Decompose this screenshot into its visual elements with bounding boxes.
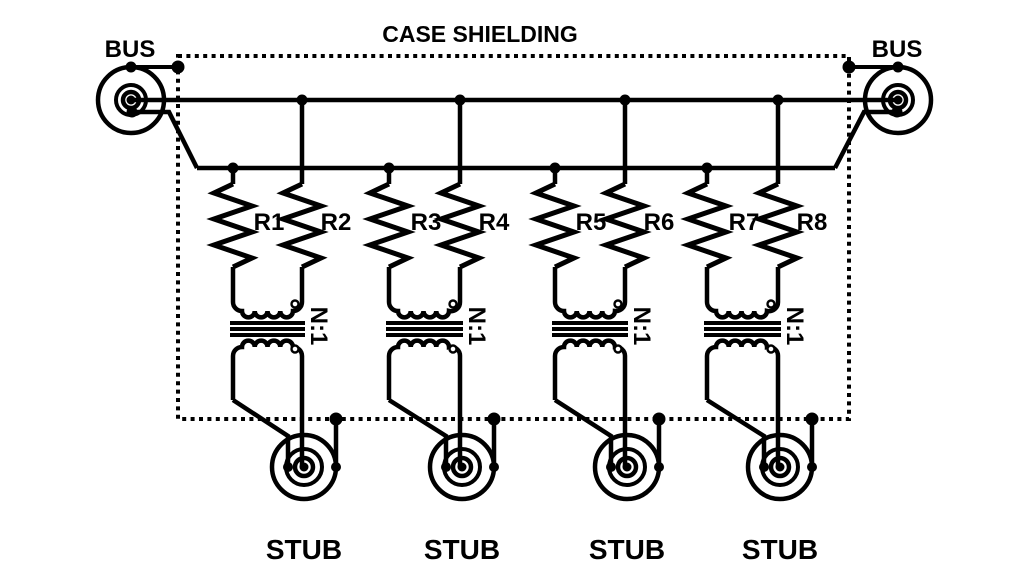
bus-label-right: BUS bbox=[872, 36, 923, 63]
bus-left-center-pin bbox=[126, 95, 136, 105]
transformer-1-primary-winding bbox=[230, 267, 305, 320]
polarity-dot-primary bbox=[448, 299, 458, 309]
stub-outer-ring bbox=[269, 432, 339, 502]
transformer-ratio-label-3: N:1 bbox=[628, 307, 655, 346]
transformer-2-primary-winding bbox=[386, 267, 463, 320]
stub-inner-ring bbox=[292, 455, 316, 479]
resistor-R8 bbox=[751, 181, 805, 270]
polarity-dot-secondary bbox=[290, 344, 300, 354]
wire-secondary-to-stub-shell bbox=[705, 398, 767, 467]
bus-connector-right: BUS bbox=[849, 36, 934, 136]
transformer-3-primary-winding bbox=[552, 267, 628, 320]
stub-connector-4 bbox=[745, 432, 815, 502]
stub-inner-ring bbox=[615, 455, 639, 479]
transformer-3-secondary-winding bbox=[552, 338, 628, 467]
junction-dot bbox=[227, 162, 239, 174]
stub-middle-ring bbox=[442, 447, 482, 487]
wire-secondary-to-stub-shell bbox=[231, 398, 291, 467]
bus-right-lower-link-wire bbox=[833, 109, 898, 170]
stub-outer-ring bbox=[745, 432, 815, 502]
stub-outer-ring bbox=[592, 432, 662, 502]
stub-connector-1 bbox=[269, 432, 339, 502]
stub-middle-ring bbox=[284, 447, 324, 487]
junction-dot bbox=[383, 162, 395, 174]
junction-dot bbox=[772, 94, 784, 106]
wire-secondary-to-stub-shell bbox=[553, 398, 614, 467]
junction-dot bbox=[619, 94, 631, 106]
stub-center-pin bbox=[457, 462, 467, 472]
junction-dot bbox=[454, 94, 466, 106]
polarity-dot-secondary bbox=[448, 344, 458, 354]
resistor-label-R2: R2 bbox=[321, 209, 352, 236]
stub-middle-ring bbox=[607, 447, 647, 487]
stub-label-1: STUB bbox=[266, 534, 342, 565]
stub-middle-ring bbox=[760, 447, 800, 487]
bus-connector-left: BUS bbox=[95, 36, 178, 136]
polarity-dot-primary bbox=[613, 299, 623, 309]
resistor-R6 bbox=[598, 181, 652, 270]
bus-right-center-pin bbox=[893, 95, 903, 105]
shield-junction-dot bbox=[487, 412, 501, 426]
stub-center-pin bbox=[622, 462, 632, 472]
shield-junction-dot bbox=[171, 60, 185, 74]
bus-left-lower-link-wire bbox=[133, 109, 200, 170]
stub-connector-3 bbox=[592, 432, 662, 502]
stub-label-4: STUB bbox=[742, 534, 818, 565]
resistor-R2 bbox=[275, 181, 329, 270]
resistor-R7 bbox=[680, 181, 734, 270]
resistor-label-R8: R8 bbox=[797, 209, 828, 236]
junction-dot bbox=[701, 162, 713, 174]
wire-secondary-to-stub-shell bbox=[387, 398, 449, 467]
stub-outer-ring bbox=[427, 432, 497, 502]
transformer-1-secondary-winding bbox=[230, 338, 305, 467]
resistor-label-R3: R3 bbox=[411, 209, 442, 236]
stub-label-3: STUB bbox=[589, 534, 665, 565]
transformer-4-secondary-winding bbox=[704, 338, 781, 467]
resistor-label-R4: R4 bbox=[479, 209, 510, 236]
junction-dot bbox=[549, 162, 561, 174]
junction-dot bbox=[296, 94, 308, 106]
transformer-2-secondary-winding bbox=[386, 338, 463, 467]
transformer-ratio-label-1: N:1 bbox=[305, 307, 332, 346]
resistor-R4 bbox=[433, 181, 487, 270]
stub-inner-ring bbox=[768, 455, 792, 479]
transformer-ratio-label-4: N:1 bbox=[781, 307, 808, 346]
shield-junction-dot bbox=[805, 412, 819, 426]
case-shielding-boundary bbox=[176, 54, 851, 421]
stub-center-pin bbox=[299, 462, 309, 472]
junction-dot bbox=[125, 61, 137, 73]
stub-center-pin bbox=[775, 462, 785, 472]
polarity-dot-secondary bbox=[613, 344, 623, 354]
transformer-4-primary-winding bbox=[704, 267, 781, 320]
resistor-label-R7: R7 bbox=[729, 209, 760, 236]
resistor-R3 bbox=[362, 181, 416, 270]
shield-junction-dot bbox=[329, 412, 343, 426]
resistor-R5 bbox=[528, 181, 582, 270]
junction-dot bbox=[891, 106, 903, 118]
polarity-dot-primary bbox=[290, 299, 300, 309]
polarity-dot-primary bbox=[766, 299, 776, 309]
transformer-ratio-label-2: N:1 bbox=[463, 307, 490, 346]
stub-label-2: STUB bbox=[424, 534, 500, 565]
shield-junction-dot bbox=[652, 412, 666, 426]
bus-label-left: BUS bbox=[105, 36, 156, 63]
case-shielding-label: CASE SHIELDING bbox=[382, 21, 578, 47]
junction-dot bbox=[892, 61, 904, 73]
polarity-dot-secondary bbox=[766, 344, 776, 354]
junction-dot bbox=[126, 106, 138, 118]
resistor-label-R5: R5 bbox=[576, 209, 607, 236]
stub-connector-2 bbox=[427, 432, 497, 502]
resistor-R1 bbox=[206, 181, 260, 270]
resistor-label-R1: R1 bbox=[254, 209, 285, 236]
shield-junction-dot bbox=[842, 60, 856, 74]
stub-inner-ring bbox=[450, 455, 474, 479]
resistor-label-R6: R6 bbox=[644, 209, 675, 236]
